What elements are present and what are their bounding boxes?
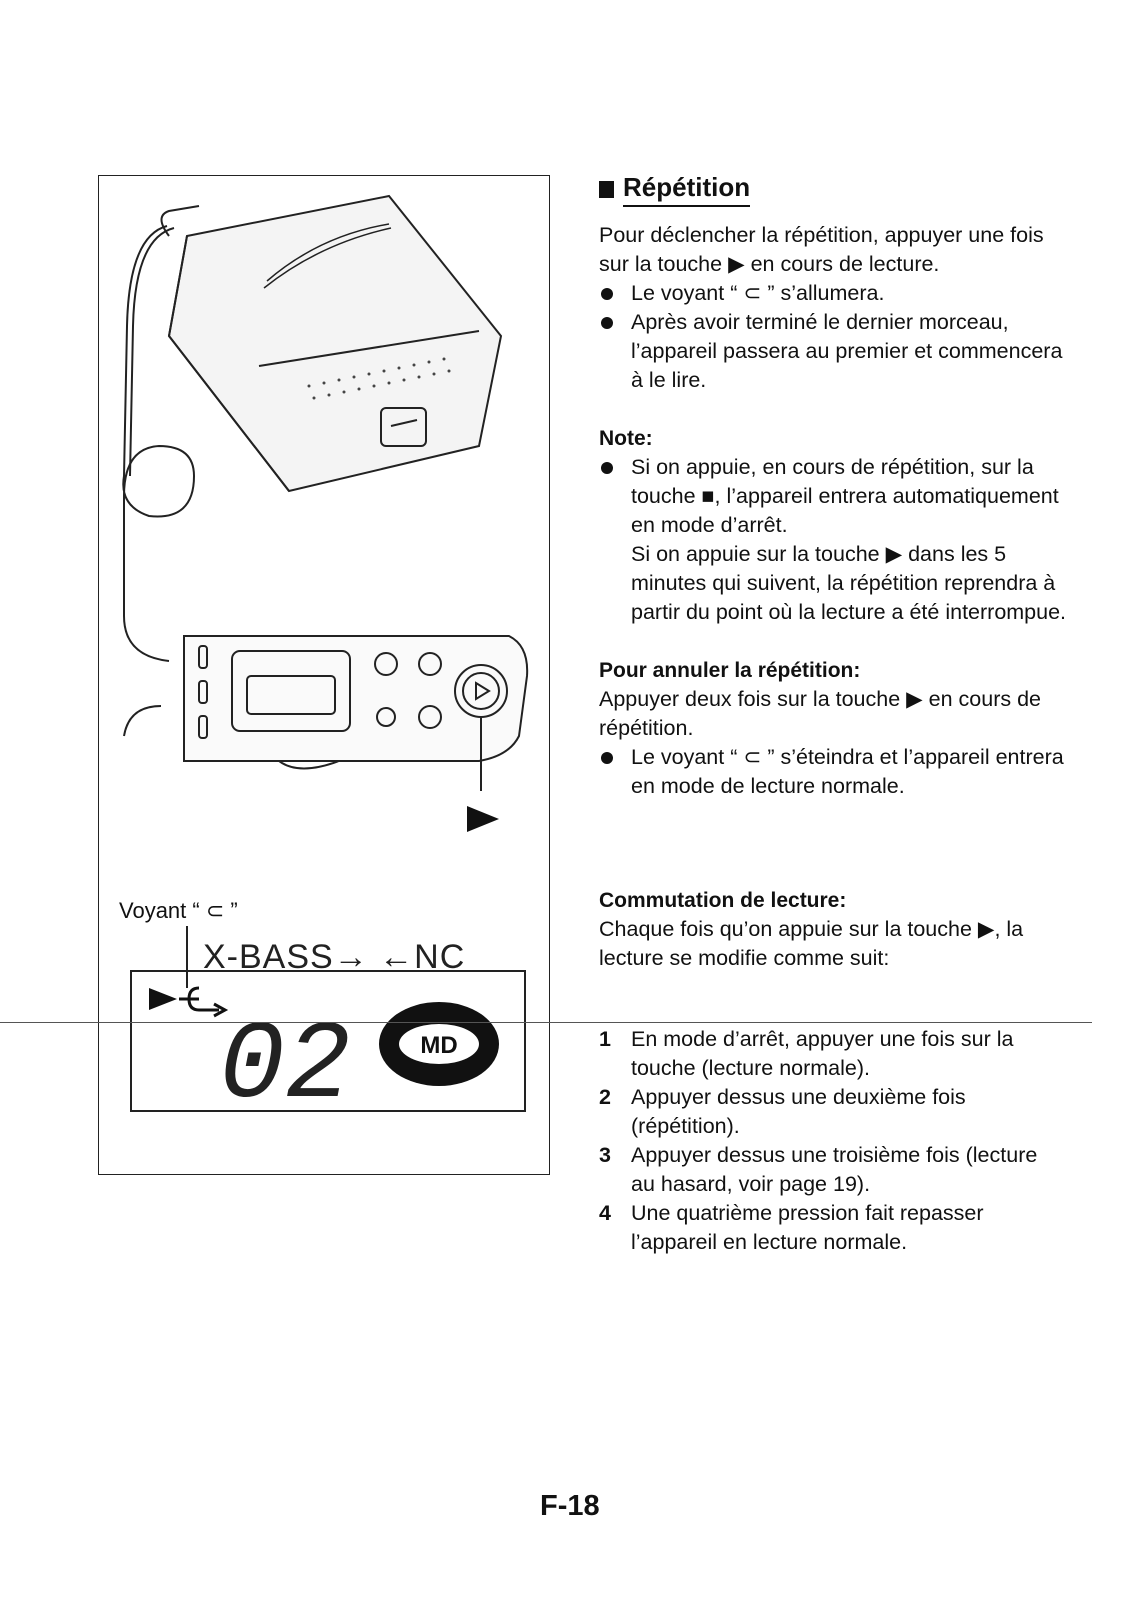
play-arrow-icon bbox=[467, 806, 499, 832]
cancel-paragraph: Appuyer deux fois sur la touche ▶ en cou… bbox=[599, 687, 1042, 740]
text-column: Répétition Pour déclencher la répétition… bbox=[599, 172, 1067, 1257]
cancel-bullets: Le voyant “ ⊂ ” s’éteindra et l’appareil… bbox=[599, 743, 1067, 801]
switching-title: Commutation de lecture: bbox=[599, 889, 847, 912]
switching-paragraph: Chaque fois qu’on appuie sur la touche ▶… bbox=[599, 917, 1024, 970]
section-heading: Répétition bbox=[599, 172, 1067, 207]
bullet-icon bbox=[601, 317, 613, 329]
md-disc-icon: MD bbox=[379, 1002, 499, 1086]
bullet-icon bbox=[601, 752, 613, 764]
note-bullets: Si on appuie, en cours de répétition, su… bbox=[599, 453, 1067, 627]
page-number: F-18 bbox=[540, 1490, 600, 1522]
intro-paragraph: Pour déclencher la répétition, appuyer u… bbox=[599, 223, 1044, 276]
play-indicator-icon bbox=[149, 988, 177, 1010]
section-title: Répétition bbox=[623, 172, 751, 207]
bullet-item: Après avoir terminé le dernier morceau, … bbox=[599, 308, 1067, 395]
bullet-icon bbox=[601, 462, 613, 474]
cancel-title: Pour annuler la répétition: bbox=[599, 659, 861, 682]
note-text-1: Si on appuie, en cours de répétition, su… bbox=[631, 455, 1059, 537]
heading-square-icon bbox=[599, 181, 614, 198]
voyant-label: Voyant “ ⊂ ” bbox=[119, 898, 238, 923]
speaker-grille bbox=[307, 357, 451, 400]
bullet-item: Le voyant “ ⊂ ” s’éteindra et l’appareil… bbox=[599, 743, 1067, 801]
intro-bullets: Le voyant “ ⊂ ” s’allumera. Après avoir … bbox=[599, 279, 1067, 395]
lcd-digits: 02 bbox=[219, 1005, 351, 1130]
bullet-item: Le voyant “ ⊂ ” s’allumera. bbox=[599, 279, 1067, 308]
md-badge: MD bbox=[420, 1032, 457, 1059]
bullet-icon bbox=[601, 288, 613, 300]
display-top-labels: X-BASS→ ←NC bbox=[203, 938, 465, 976]
bullet-item: Si on appuie, en cours de répétition, su… bbox=[599, 453, 1067, 627]
md-player-illustration: X-BASS→ ←NC 02 MD bbox=[122, 194, 529, 1130]
lcd-display-outline bbox=[130, 970, 526, 1112]
note-title: Note: bbox=[599, 427, 653, 450]
illustration-panel: X-BASS→ ←NC 02 MD Voyant “ ⊂ ” bbox=[98, 175, 550, 1175]
horizontal-rule bbox=[0, 1022, 1092, 1023]
repeat-indicator-icon bbox=[179, 986, 229, 1018]
note-text-2: Si on appuie sur la touche ▶ dans les 5 … bbox=[631, 542, 1067, 624]
